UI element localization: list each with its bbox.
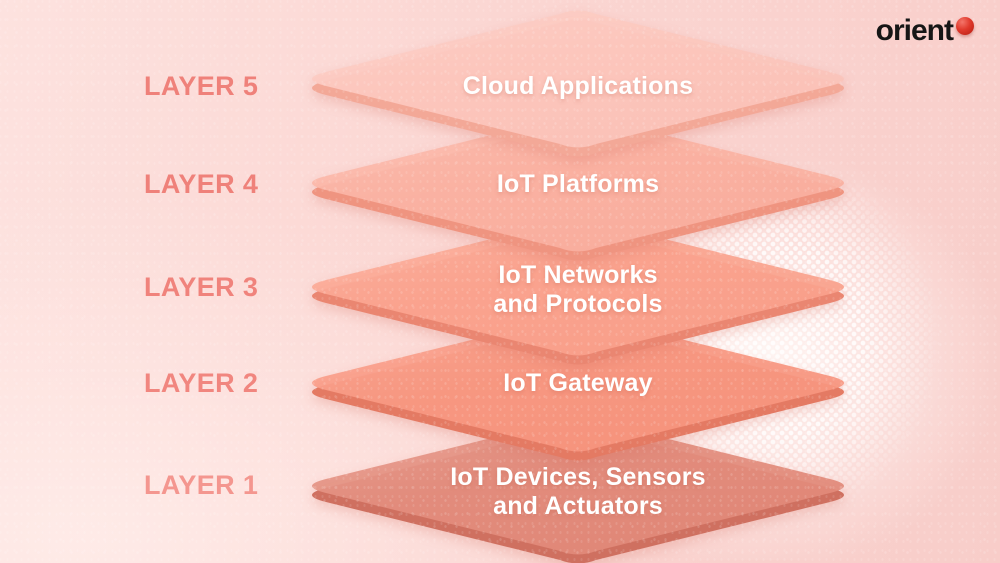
layer-1-label: LAYER 1 bbox=[144, 470, 259, 500]
layer-2-title-line1: IoT Gateway bbox=[503, 369, 653, 397]
layer-4-title-line1: IoT Platforms bbox=[496, 170, 660, 198]
layer-2-title: IoT Gateway bbox=[297, 369, 859, 398]
layer-1-title: IoT Devices, Sensors and Actuators bbox=[297, 463, 859, 521]
brand-dot-icon bbox=[956, 17, 974, 35]
brand-logo: orient bbox=[876, 16, 974, 46]
layer-3-title-line1: IoT Networks bbox=[498, 261, 658, 289]
brand-name: orient bbox=[875, 14, 954, 47]
layer-4-title: IoT Platforms bbox=[297, 170, 859, 199]
layer-5-title: Cloud Applications bbox=[297, 72, 859, 101]
layer-4-label: LAYER 4 bbox=[144, 169, 259, 199]
layer-3-title-line2: and Protocols bbox=[493, 290, 663, 318]
layer-5-title-line1: Cloud Applications bbox=[462, 72, 694, 100]
layer-5-label: LAYER 5 bbox=[144, 71, 259, 101]
layer-2-label: LAYER 2 bbox=[144, 368, 259, 398]
layer-3-title: IoT Networks and Protocols bbox=[297, 261, 859, 319]
layer-1-title-line2: and Actuators bbox=[493, 492, 663, 520]
layer-3-label: LAYER 3 bbox=[144, 272, 259, 302]
layer-1-title-line1: IoT Devices, Sensors bbox=[450, 463, 706, 491]
